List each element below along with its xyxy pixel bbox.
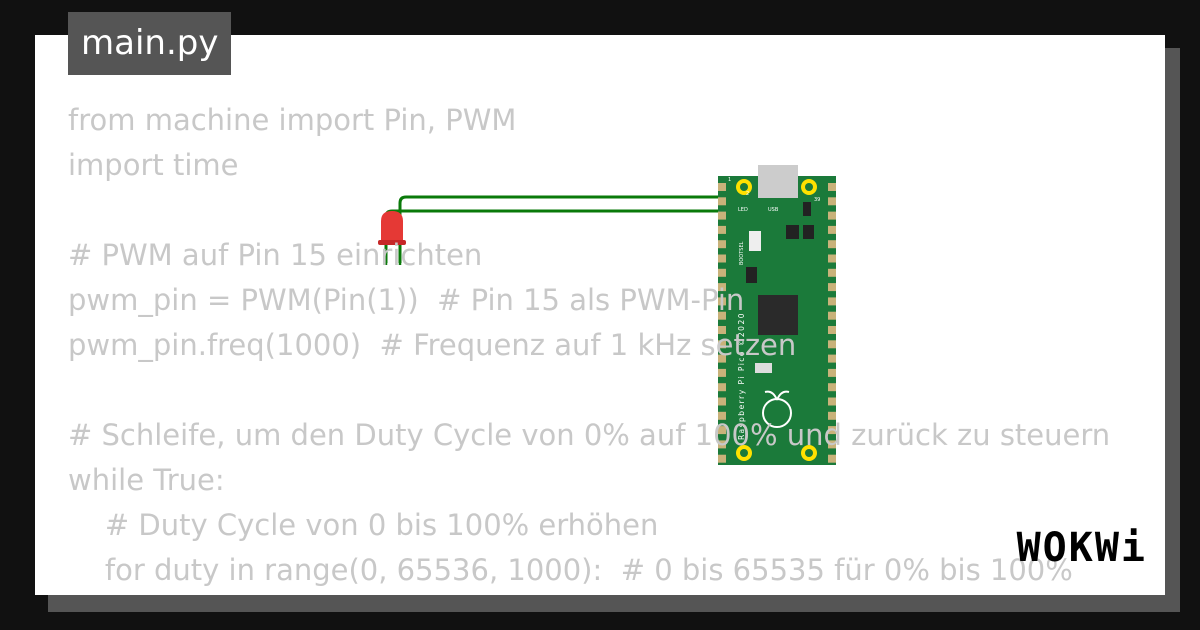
code-line: pwm_pin = PWM(Pin(1)) # Pin 15 als PWM-P…: [68, 283, 745, 317]
pin-left-17[interactable]: [718, 411, 726, 420]
pin-right-7[interactable]: [828, 268, 836, 277]
pin-right-15[interactable]: [828, 383, 836, 392]
pin-right-14[interactable]: [828, 368, 836, 377]
pin-right-11[interactable]: [828, 326, 836, 334]
preview-card: LED USB 1 2 39 BOOTSEL Raspberry Pi Pico…: [35, 35, 1165, 595]
pin-right-3[interactable]: [828, 211, 836, 220]
usb-port: [758, 165, 798, 198]
pin-right-16[interactable]: [828, 397, 836, 406]
rp2040-chip: [758, 295, 798, 335]
pin-right-6[interactable]: [828, 254, 836, 263]
usb-label: USB: [768, 207, 779, 213]
code-line: [68, 188, 1110, 233]
pin-left-3[interactable]: [718, 211, 726, 220]
code-line: while True:: [68, 463, 225, 497]
raspberry-pi-pico[interactable]: LED USB 1 2 39 BOOTSEL Raspberry Pi Pico…: [718, 165, 836, 465]
pin-left-6[interactable]: [718, 254, 726, 263]
code-line: pwm_pin.freq(1000) # Frequenz auf 1 kHz …: [68, 328, 797, 362]
pin-right-12[interactable]: [828, 340, 836, 349]
pin-right-8[interactable]: [828, 283, 836, 292]
file-title: main.py: [68, 12, 232, 75]
code-line: # Schleife, um den Duty Cycle von 0% auf…: [68, 418, 1111, 452]
raspberry-logo-icon: [762, 390, 792, 428]
pin-left-5[interactable]: [718, 240, 726, 249]
red-led[interactable]: [378, 211, 406, 265]
bootsel-label: BOOTSEL: [739, 241, 745, 265]
pin-left-4[interactable]: [718, 225, 726, 234]
pin-right-5[interactable]: [828, 240, 836, 249]
pin-right-9[interactable]: [828, 297, 836, 306]
board-name-label: Raspberry Pi Pico ©2020: [737, 312, 746, 440]
pin-right-4[interactable]: [828, 225, 836, 234]
pin-left-2[interactable]: [718, 197, 726, 206]
pin-right-2[interactable]: [828, 197, 836, 206]
pin-left-13[interactable]: [718, 354, 726, 363]
pin-left-10[interactable]: [718, 311, 726, 320]
circuit-diagram: LED USB 1 2 39 BOOTSEL Raspberry Pi Pico…: [378, 165, 836, 465]
pin-right-18[interactable]: [828, 426, 836, 435]
code-line: [68, 368, 1110, 413]
pin-left-1[interactable]: [718, 183, 726, 191]
pin-label: 1: [728, 177, 731, 183]
pin-right-10[interactable]: [828, 311, 836, 320]
code-line: for duty in range(0, 65536, 1000): # 0 b…: [68, 553, 1073, 587]
wire-1: [398, 195, 727, 263]
code-block: from machine import Pin, PWM import time #…: [68, 98, 1110, 593]
pin-right-1[interactable]: [828, 183, 836, 191]
pin-right-19[interactable]: [828, 440, 836, 449]
pin-left-11[interactable]: [718, 326, 726, 334]
pin-left-20[interactable]: [718, 454, 726, 463]
pin-left-19[interactable]: [718, 440, 726, 449]
pin-left-16[interactable]: [718, 397, 726, 406]
pin-right-17[interactable]: [828, 411, 836, 420]
pin-left-15[interactable]: [718, 383, 726, 392]
code-line: # PWM auf Pin 15 einrichten: [68, 238, 483, 272]
pin-label: 39: [814, 197, 820, 203]
pin-right-20[interactable]: [828, 454, 836, 463]
bootsel-button: [749, 231, 761, 251]
pin-label: 2: [746, 191, 749, 197]
pin-left-9[interactable]: [718, 297, 726, 306]
pin-left-8[interactable]: [718, 283, 726, 292]
pin-left-12[interactable]: [718, 340, 726, 349]
pin-left-14[interactable]: [718, 368, 726, 377]
code-line: # Duty Cycle von 0 bis 100% erhöhen: [68, 508, 659, 542]
code-line: from machine import Pin, PWM: [68, 103, 517, 137]
code-line: import time: [68, 148, 239, 182]
pin-left-7[interactable]: [718, 268, 726, 277]
pin-right-13[interactable]: [828, 354, 836, 363]
pin-left-18[interactable]: [718, 426, 726, 435]
led-label: LED: [738, 207, 748, 213]
wokwi-logo: WOKWi: [1016, 525, 1147, 571]
